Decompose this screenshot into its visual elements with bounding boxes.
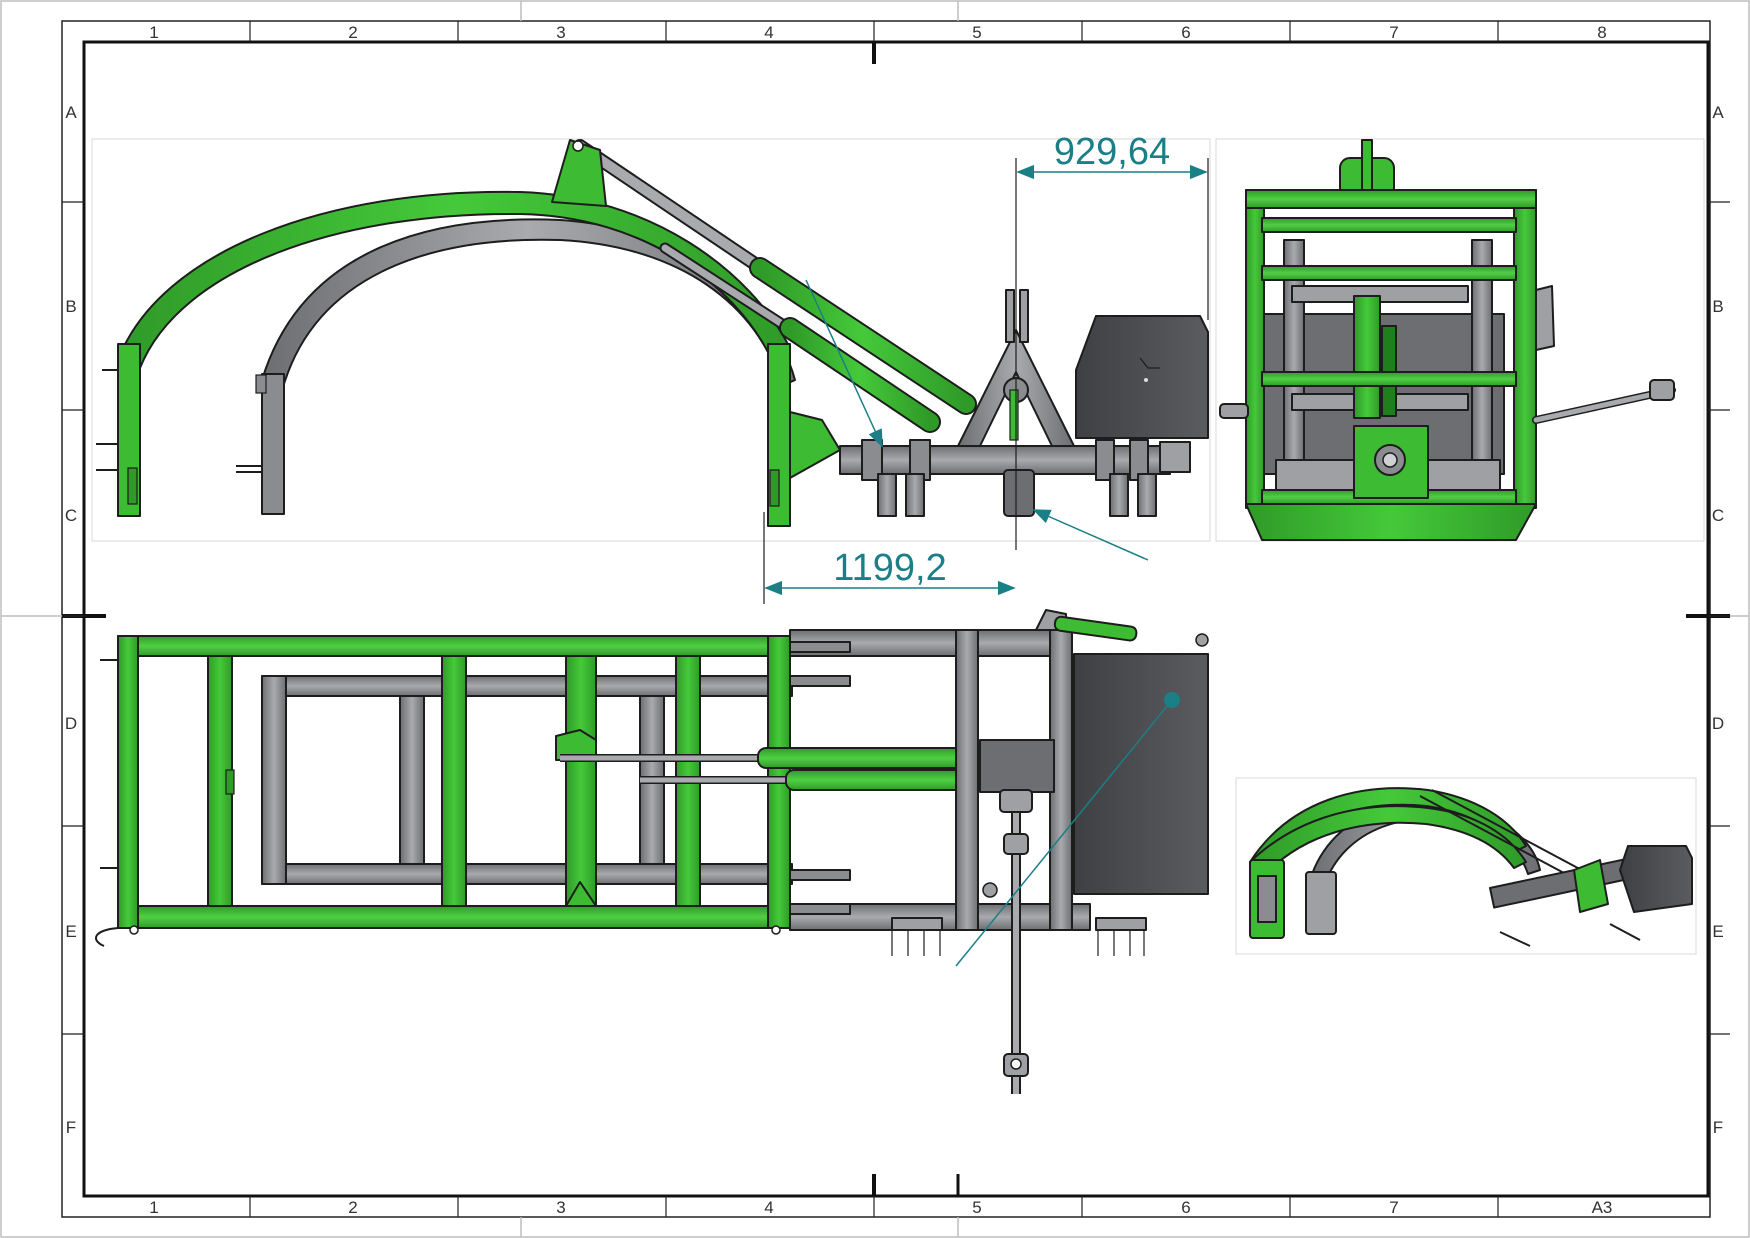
dimension-bottom-label: 1199,2 (833, 547, 946, 589)
plan-green-frame (94, 635, 791, 947)
upper-arm-plate (551, 139, 607, 207)
zone-row-f: F (66, 1118, 76, 1137)
zone-labels-bottom: 1 2 3 4 5 6 7 A3 (149, 1198, 1612, 1217)
zone-grid-ticks (62, 21, 1730, 1217)
plan-view-gearbox (1073, 653, 1209, 895)
main-beam (839, 445, 1171, 475)
zone-col-7-bottom: 7 (1389, 1198, 1398, 1217)
zone-col-4-bottom: 4 (764, 1198, 773, 1217)
zone-col-5: 5 (972, 23, 981, 42)
zone-col-6-bottom: 6 (1181, 1198, 1190, 1217)
zone-col-5-bottom: 5 (972, 1198, 981, 1217)
zone-labels-left: A B C D E F (65, 103, 77, 1137)
zone-row-f-right: F (1713, 1118, 1723, 1137)
side-view: 929,64 1199,2 (96, 131, 1209, 604)
zone-labels-top: 1 2 3 4 5 6 7 8 (149, 23, 1606, 42)
end-view (1219, 139, 1676, 541)
zone-col-8: 8 (1597, 23, 1606, 42)
zone-row-c: C (65, 506, 77, 525)
end-view-base (1245, 503, 1537, 541)
zone-row-d: D (65, 714, 77, 733)
zone-row-b: B (65, 297, 76, 316)
sheet-size-label: A3 (1592, 1198, 1613, 1217)
zone-col-4: 4 (764, 23, 773, 42)
zone-row-a: A (65, 103, 77, 122)
zone-col-3: 3 (556, 23, 565, 42)
zone-labels-right: A B C D E F (1712, 103, 1724, 1137)
leader-arrow-cylinder (805, 279, 883, 448)
zone-row-b-right: B (1712, 297, 1723, 316)
isometric-view (1249, 787, 1693, 947)
zone-row-c-right: C (1712, 506, 1724, 525)
zone-col-1: 1 (149, 23, 158, 42)
zone-row-a-right: A (1712, 103, 1724, 122)
zone-col-2: 2 (348, 23, 357, 42)
zone-col-6: 6 (1181, 23, 1190, 42)
side-view-gearbox (1075, 315, 1209, 439)
plan-view (94, 609, 1209, 1094)
plan-cylinder-upper (757, 747, 985, 769)
zone-row-e: E (65, 922, 76, 941)
end-view-column (1353, 295, 1381, 419)
iso-gearbox (1619, 845, 1693, 913)
plan-view-leader-line (955, 699, 1173, 967)
zone-row-d-right: D (1712, 714, 1724, 733)
leader-arrow-hitch (1032, 509, 1149, 561)
zone-col-2-bottom: 2 (348, 1198, 357, 1217)
plan-grey-frame (261, 675, 793, 885)
plan-pto-driveline (999, 789, 1033, 1094)
zone-col-7: 7 (1389, 23, 1398, 42)
plan-hitch-frame (789, 609, 1209, 956)
zone-col-3-bottom: 3 (556, 1198, 565, 1217)
zone-col-1-bottom: 1 (149, 1198, 158, 1217)
zone-row-e-right: E (1712, 922, 1723, 941)
grey-arch-leg (261, 373, 285, 515)
dimension-top-label: 929,64 (1054, 131, 1170, 173)
arch-mount-plate (789, 411, 841, 479)
